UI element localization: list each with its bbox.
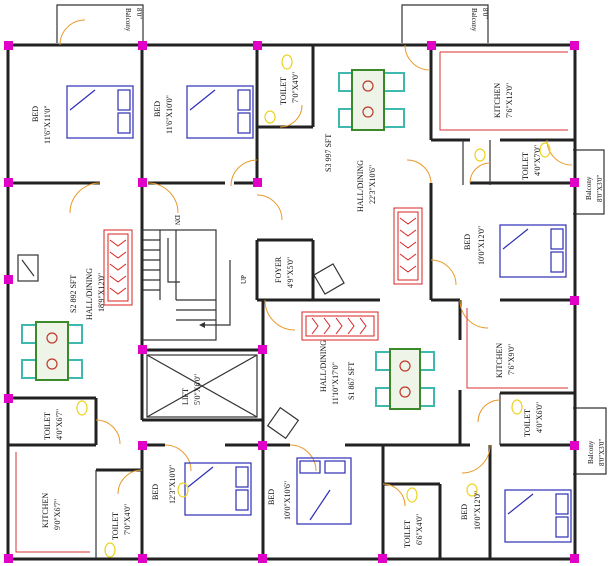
kitchen-a-counter: [439, 51, 568, 131]
bed-f-dim: 10'0"X12'0": [473, 491, 482, 530]
foyer-label: FOYER: [274, 256, 283, 283]
hall-s1-dim: 11'10"X17'0": [331, 362, 340, 405]
s1-area-label: S1 867 SFT: [347, 362, 356, 400]
bed-a-furniture: [66, 85, 134, 139]
balcony-top-left-label: Balcony: [124, 8, 132, 32]
s2-area-label: S2 892 SFT: [69, 275, 78, 313]
bed-d-dim: 12'3"X10'0": [168, 465, 177, 504]
hall-s1-label: HALL/DINING: [319, 340, 328, 392]
toilet-e-dim: 6'6"X4'0": [415, 514, 424, 545]
bed-c-label: BED: [463, 234, 472, 250]
s3-area-label: S3 997 SFT: [324, 134, 333, 172]
toilet-f-label: TOILET: [523, 409, 532, 437]
bed-c-furniture: [499, 224, 567, 278]
tv-unit-s1: [266, 406, 300, 440]
stair-up-label: UP: [240, 275, 248, 284]
rug-s2: [103, 229, 133, 306]
hall-s3-dim: 22'3"X10'6": [368, 165, 377, 204]
bed-e-label: BED: [267, 489, 276, 505]
bed-c-dim: 10'0"X12'0": [477, 226, 486, 265]
tv-unit-s2: [17, 254, 39, 282]
bed-d-label: BED: [151, 484, 160, 500]
balcony-top-right-label: Balcony: [470, 8, 478, 32]
balcony-top-left-dim: 8'0": [135, 8, 143, 19]
kitchen-c-counter: [15, 452, 90, 553]
balcony-right-a: [573, 149, 605, 215]
foyer-dim: 4'9"X5'0": [286, 257, 295, 288]
bed-e-dim: 10'0"X10'6": [283, 481, 292, 520]
hall-s2-dim: 18'9"X12'0": [97, 273, 106, 312]
toilet-d-dim: 7'0"X4'0": [123, 504, 132, 535]
bed-d-furniture: [184, 462, 252, 516]
hall-s3-label: HALL/DINING: [356, 160, 365, 212]
dining-table-s3: [338, 69, 405, 131]
kitchen-c-label: KITCHEN: [41, 493, 50, 528]
bed-b-furniture: [186, 85, 254, 139]
kitchen-b-counter: [466, 308, 568, 389]
bed-b-dim: 11'6"X10'0": [165, 95, 174, 134]
rug-s3: [393, 207, 423, 285]
bed-f-label: BED: [460, 504, 469, 520]
door-swings: [59, 19, 573, 507]
hall-s2-label: HALL/DINING: [85, 268, 94, 320]
toilet-c-label: TOILET: [43, 412, 52, 440]
lift-label: LIFT: [181, 388, 190, 405]
balcony-right-b-dim: 8'0"X3'0": [598, 439, 606, 466]
interior-walls: [8, 45, 575, 559]
toilet-b-label: TOILET: [521, 152, 530, 180]
lift-shaft: [146, 354, 258, 418]
balcony-right-b: [573, 407, 607, 475]
bed-a-dim: 11'6"X11'0": [43, 105, 52, 144]
toilet-a-label: TOILET: [279, 77, 288, 105]
bed-a-label: BED: [31, 106, 40, 122]
toilet-fixtures: [76, 54, 551, 558]
structural-columns: [4, 41, 579, 563]
balcony-top-right: [401, 4, 489, 43]
toilet-b-dim: 4'0"X7'0": [533, 145, 542, 176]
toilet-e-label: TOILET: [403, 520, 412, 548]
toilet-c-dim: 4'0"X6'7": [55, 409, 64, 440]
kitchen-c-dim: 9'0"X6'7": [53, 499, 62, 530]
stair-down-label: DN: [173, 215, 181, 225]
toilet-f-dim: 4'0"X6'0": [535, 402, 544, 433]
lift-dim: 5'0"X6'0": [193, 374, 202, 405]
balcony-right-a-label: Balcony: [585, 176, 593, 200]
kitchen-a-dim: 7'6"X12'0": [505, 83, 514, 118]
tv-unit-s3: [313, 263, 345, 295]
toilet-d-label: TOILET: [111, 512, 120, 540]
bed-f-furniture: [504, 489, 572, 543]
kitchen-b-dim: 7'6"X9'0": [507, 344, 516, 375]
staircase: [141, 229, 231, 341]
bed-b-label: BED: [153, 101, 162, 117]
balcony-right-b-label: Balcony: [587, 440, 595, 464]
kitchen-a-label: KITCHEN: [493, 83, 502, 118]
kitchen-b-label: KITCHEN: [495, 343, 504, 378]
balcony-right-a-dim: 8'0"X3'0": [596, 175, 604, 202]
balcony-top-right-dim: 8'0": [481, 8, 489, 19]
rug-s1: [301, 311, 379, 341]
dining-table-s2: [21, 321, 83, 381]
balcony-top-left: [56, 4, 144, 43]
dining-table-s1: [375, 348, 435, 410]
toilet-a-dim: 7'0"X4'0": [291, 72, 300, 103]
bed-e-furniture: [296, 457, 352, 525]
